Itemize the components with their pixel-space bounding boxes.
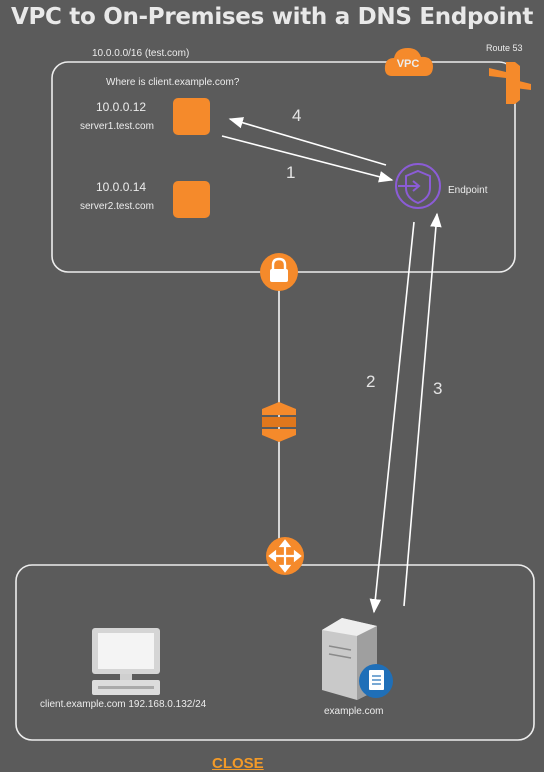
step-4-label: 4 (292, 106, 302, 125)
vpc-boundary (51, 61, 516, 273)
server2-name: server2.test.com (80, 201, 154, 212)
close-button[interactable]: CLOSE (212, 755, 264, 772)
dns-server-label: example.com (324, 706, 384, 717)
route53-label: Route 53 (486, 43, 523, 53)
route53-icon (489, 62, 531, 104)
endpoint-label: Endpoint (448, 185, 488, 196)
router-icon (266, 537, 304, 575)
step-3-label: 3 (433, 379, 443, 398)
server2-ip: 10.0.0.14 (96, 180, 147, 194)
dns-server-icon (322, 618, 393, 700)
endpoint-icon (395, 163, 441, 209)
lock-icon (260, 253, 298, 291)
arrow-step-1 (221, 135, 394, 183)
computer-icon (92, 628, 160, 695)
server1-name: server1.test.com (80, 121, 154, 132)
vpc-badge-label: VPC (396, 58, 420, 70)
vpn-gateway-icon (262, 402, 296, 442)
arrow-step-2 (369, 221, 415, 614)
dns-question: Where is client.example.com? (106, 77, 240, 88)
vpc-cidr-label: 10.0.0.0/16 (test.com) (92, 48, 190, 59)
step-1-label: 1 (286, 163, 296, 182)
cloud-icon (384, 48, 433, 76)
arrow-step-4 (228, 117, 387, 166)
arrow-step-3 (403, 212, 442, 607)
server-square-icon (173, 98, 210, 135)
step-2-label: 2 (366, 372, 376, 391)
client-label: client.example.com 192.168.0.132/24 (40, 699, 207, 710)
server-square-icon (173, 181, 210, 218)
server1-ip: 10.0.0.12 (96, 100, 147, 114)
page-title: VPC to On-Premises with a DNS Endpoint (10, 4, 534, 30)
